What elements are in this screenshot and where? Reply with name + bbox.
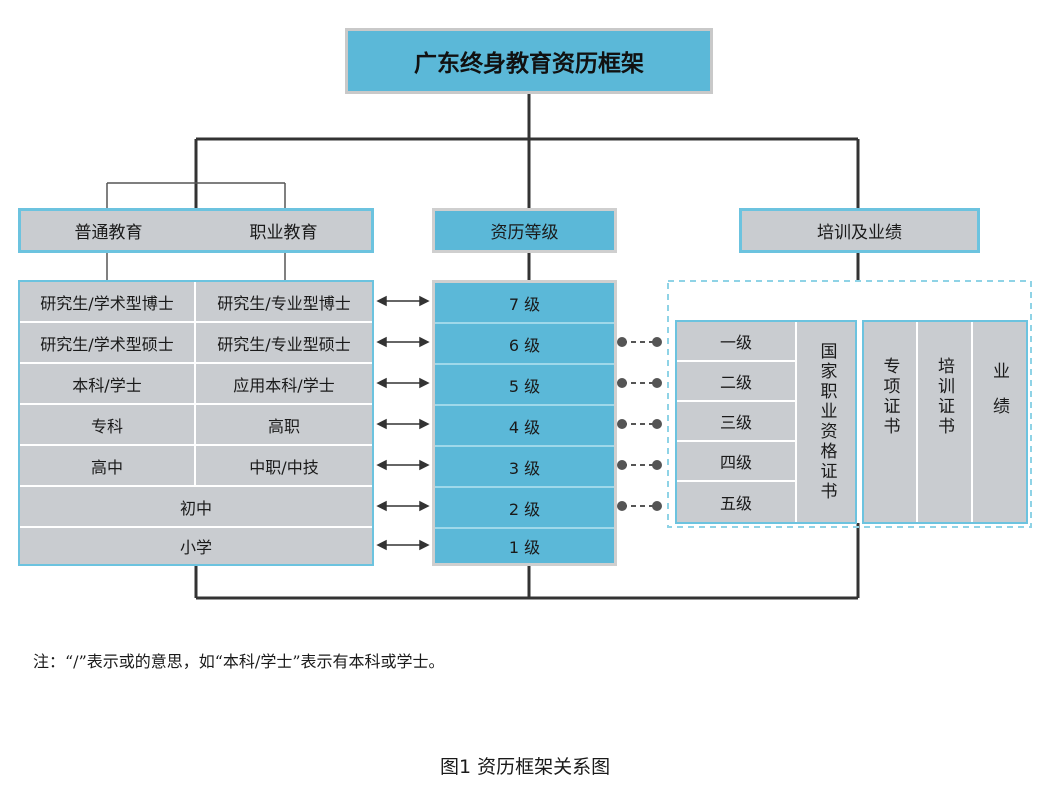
table-cell-general: 研究生/学术型硕士 <box>20 323 196 364</box>
table-cell-merged: 初中 <box>20 487 372 528</box>
grade-2: 二级 <box>677 362 797 402</box>
header-training-performance: 培训及业绩 <box>739 208 980 253</box>
grade-4: 四级 <box>677 442 797 482</box>
performance: 业绩 <box>989 362 1009 432</box>
dotted-connector <box>617 460 662 470</box>
dotted-connector <box>617 378 662 388</box>
dotted-connector <box>617 337 662 347</box>
double-arrow <box>376 500 430 512</box>
header-general-education: 普通教育 <box>18 208 196 253</box>
level-1: 1 级 <box>435 529 614 563</box>
table-cell-vocational: 研究生/专业型博士 <box>196 282 372 323</box>
special-cert-block: 专项证书 培训证书 业绩 <box>862 320 1028 524</box>
level-6: 6 级 <box>435 324 614 365</box>
double-arrow <box>376 377 430 389</box>
framework-title: 广东终身教育资历框架 <box>345 28 713 94</box>
table-cell-general: 专科 <box>20 405 196 446</box>
double-arrow <box>376 539 430 551</box>
training-cert: 培训证书 <box>918 322 973 522</box>
figure-caption: 图1 资历框架关系图 <box>440 756 611 778</box>
dotted-connector <box>617 419 662 429</box>
table-cell-general: 高中 <box>20 446 196 487</box>
table-cell-general: 本科/学士 <box>20 364 196 405</box>
vocational-cert-block: 一级 二级 三级 四级 五级 国家职业资格证书 <box>675 320 857 524</box>
level-2: 2 级 <box>435 488 614 529</box>
special-cert: 专项证书 <box>864 322 918 522</box>
table-cell-general: 研究生/学术型博士 <box>20 282 196 323</box>
level-7: 7 级 <box>435 283 614 324</box>
header-qualification-levels: 资历等级 <box>432 208 617 253</box>
double-arrow <box>376 459 430 471</box>
level-5: 5 级 <box>435 365 614 406</box>
table-cell-vocational: 研究生/专业型硕士 <box>196 323 372 364</box>
header-vocational-education: 职业教育 <box>196 208 374 253</box>
dotted-connector <box>617 501 662 511</box>
education-table: 研究生/学术型博士 研究生/专业型博士 研究生/学术型硕士 研究生/专业型硕士 … <box>18 280 374 566</box>
level-3: 3 级 <box>435 447 614 488</box>
table-cell-merged: 小学 <box>20 528 372 564</box>
grade-3: 三级 <box>677 402 797 442</box>
footnote: 注：“/”表示或的意思，如“本科/学士”表示有本科或学士。 <box>33 652 445 671</box>
national-vocational-cert: 国家职业资格证书 <box>816 342 837 502</box>
levels-column: 7 级 6 级 5 级 4 级 3 级 2 级 1 级 <box>432 280 617 566</box>
table-cell-vocational: 应用本科/学士 <box>196 364 372 405</box>
double-arrow <box>376 295 430 307</box>
grade-5: 五级 <box>677 482 797 522</box>
grade-1: 一级 <box>677 322 797 362</box>
table-cell-vocational: 中职/中技 <box>196 446 372 487</box>
level-4: 4 级 <box>435 406 614 447</box>
table-cell-vocational: 高职 <box>196 405 372 446</box>
double-arrow <box>376 336 430 348</box>
double-arrow <box>376 418 430 430</box>
